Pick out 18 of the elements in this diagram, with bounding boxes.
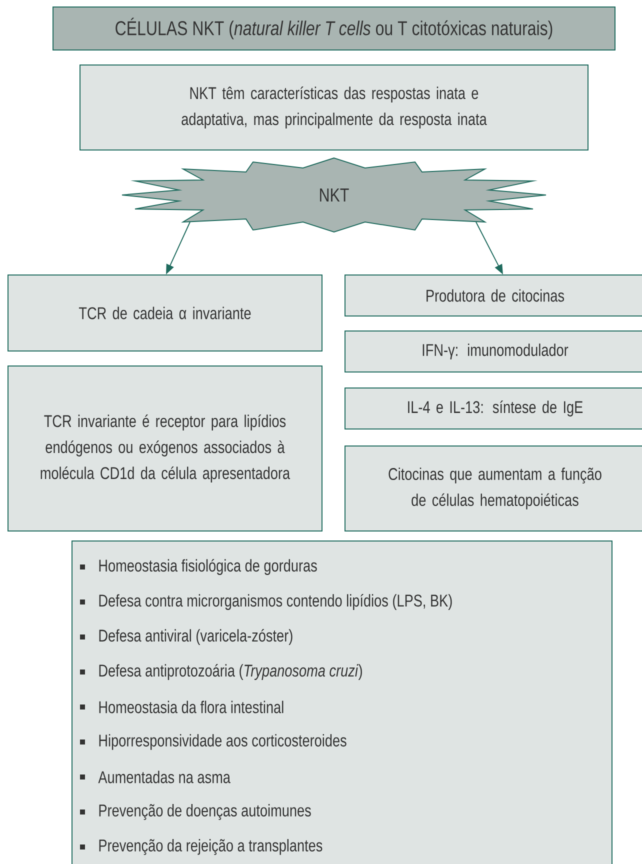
title-box: CÉLULAS NKT (natural killer T cells ou T citotóxicas naturais): [52, 6, 616, 50]
text-box: IFN-γ: imunomodulador: [344, 330, 642, 372]
list-item: Defesa antiprotozoária (Trypanosoma cruzi): [99, 664, 362, 680]
list-item: Aumentadas na asma: [98, 770, 230, 784]
list-item: Defesa antiviral (varicela-zóster): [99, 628, 292, 645]
list-item: Defesa contra microrganismos contendo lipídios (LPS, BK): [99, 594, 452, 610]
list-box: [72, 540, 612, 864]
list-item: Homeostasia fisiológica de gorduras: [99, 558, 317, 576]
text-box: Produtora de citocinas: [344, 274, 642, 316]
list-item: Prevenção da rejeição a transplantes: [99, 839, 322, 855]
list-item: Homeostasia da flora intestinal: [99, 700, 284, 714]
text-box: Citocinas que aumentam a função de células hematopoiéticas: [344, 446, 642, 532]
list-item: Prevenção de doenças autoimunes: [99, 804, 311, 820]
text-box: NKT têm características das respostas inata e adaptativa, mas principalmente da resposta inata: [80, 64, 588, 150]
list-item: Hiporresponsividade aos corticosteroides: [99, 734, 346, 750]
text-box: TCR de cadeia α invariante: [8, 274, 322, 352]
text-box: TCR invariante é receptor para lipídios endógenos ou exógenos associados à molécula CD1d da célula apresentadora: [8, 366, 322, 532]
text-box: IL-4 e IL-13: síntese de IgE: [344, 388, 642, 430]
